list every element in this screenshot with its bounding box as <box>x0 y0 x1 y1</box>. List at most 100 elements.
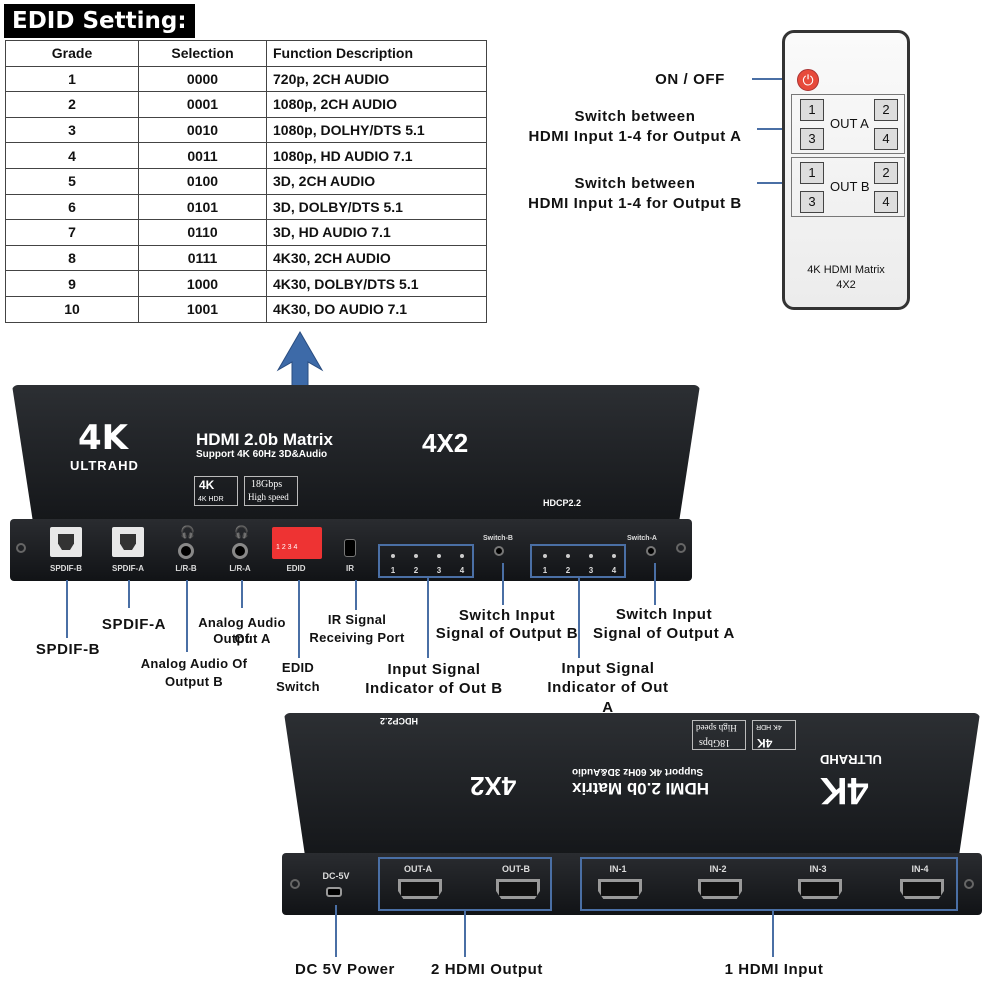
callout-analog-b-2: Output B <box>165 674 223 689</box>
callout-line <box>241 580 243 608</box>
led-out-b-4-label: 4 <box>459 566 465 575</box>
callout-line <box>335 905 337 957</box>
rear-brand-4k: 4K <box>820 769 869 811</box>
header-grade: Grade <box>5 40 139 67</box>
callout-line <box>186 580 188 652</box>
callout-ir-1: IR Signal <box>327 612 387 627</box>
dc-port[interactable] <box>326 887 342 897</box>
led-out-b-2-label: 2 <box>413 566 419 575</box>
rear-badge-speed: 18Gbps High speed <box>692 720 746 750</box>
dip-numbers: 1 2 3 4 <box>276 544 298 551</box>
dc-port-label: DC-5V <box>322 871 350 881</box>
badge-4k: 4K <box>199 478 215 492</box>
power-pointer <box>752 78 794 80</box>
callout-edid-2: Switch <box>276 679 320 694</box>
lr-a-jack[interactable] <box>232 543 248 559</box>
callout-edid-1: EDID <box>281 660 315 675</box>
in-4-port-label: IN-4 <box>911 864 929 874</box>
led-group-out-b <box>378 544 474 578</box>
spdif-a-port[interactable] <box>112 527 144 557</box>
out-a-key-1[interactable]: 1 <box>800 99 824 121</box>
callout-indicator-a-1: Input Signal <box>561 660 655 677</box>
switch-b-port-label: Switch-B <box>483 535 513 542</box>
badge-4k-hdr: 4K 4K HDR <box>194 476 238 506</box>
callout-indicator-b-2: Indicator of Out B <box>365 680 503 697</box>
out-b-group: 1 2 3 4 OUT B <box>791 157 905 217</box>
device-top-face <box>12 385 700 520</box>
out-a-port-label: OUT-A <box>404 864 432 874</box>
header-function: Function Description <box>266 40 487 67</box>
cell-function: 720p, 2CH AUDIO <box>266 65 487 93</box>
cell-selection: 0110 <box>138 219 267 246</box>
led-out-b-2 <box>414 554 418 558</box>
lr-b-jack[interactable] <box>178 543 194 559</box>
rear-device-model: 4X2 <box>470 771 517 801</box>
out-b-label: OUT B <box>830 179 870 194</box>
spdif-a-port-label: SPDIF-A <box>112 564 144 573</box>
out-a-key-3[interactable]: 3 <box>800 128 824 150</box>
hdmi-output-group <box>378 857 552 911</box>
out-b-key-2[interactable]: 2 <box>874 162 898 184</box>
hdmi-in-1-port[interactable] <box>598 879 642 899</box>
hdmi-out-a-port[interactable] <box>398 879 442 899</box>
out-b-key-3[interactable]: 3 <box>800 191 824 213</box>
lr-b-port-label: L/R-B <box>175 564 197 573</box>
cell-function: 1080p, 2CH AUDIO <box>266 91 487 118</box>
spdif-b-port[interactable] <box>50 527 82 557</box>
callout-switch-a-1: Switch Input <box>615 606 713 623</box>
badge-speed: 18Gbps High speed <box>244 476 298 506</box>
device-rear-panel: DC-5V OUT-A OUT-B IN-1 IN-2 IN-3 IN-4 <box>282 853 982 915</box>
hdmi-in-4-port[interactable] <box>900 879 944 899</box>
ir-port-label: IR <box>346 564 354 573</box>
callout-line <box>654 563 656 605</box>
hdmi-in-3-port[interactable] <box>798 879 842 899</box>
cell-grade: 5 <box>5 167 139 195</box>
hdmi-in-2-port[interactable] <box>698 879 742 899</box>
callout-switch-b-1: Switch Input <box>458 607 556 624</box>
rear-badge-4k-hdr: 4K 4K HDR <box>752 720 796 750</box>
device-front-panel: SPDIF-B SPDIF-A 🎧 L/R-B 🎧 L/R-A 1 2 3 4 … <box>10 519 692 581</box>
led-out-b-1 <box>391 554 395 558</box>
power-icon: ⏻ <box>802 72 814 88</box>
hdmi-out-b-port[interactable] <box>496 879 540 899</box>
out-a-key-4[interactable]: 4 <box>874 128 898 150</box>
screw-icon <box>290 879 300 889</box>
cell-selection: 0001 <box>138 91 267 118</box>
callout-line <box>502 563 504 605</box>
cell-selection: 0010 <box>138 116 267 144</box>
cell-grade: 4 <box>5 142 139 169</box>
led-group-out-a <box>530 544 626 578</box>
callout-line <box>427 578 429 658</box>
remote-model-1: 4K HDMI Matrix <box>807 264 885 276</box>
headphone-icon: 🎧 <box>234 525 249 539</box>
led-out-b-3 <box>437 554 441 558</box>
led-out-a-1-label: 1 <box>542 566 548 575</box>
edid-dip-switch[interactable]: 1 2 3 4 <box>272 527 322 559</box>
power-button[interactable]: ⏻ <box>797 69 819 91</box>
screw-icon <box>676 543 686 553</box>
cell-function: 4K30, 2CH AUDIO <box>266 244 487 272</box>
rear-badge-gbps: 18Gbps <box>699 737 731 748</box>
cell-selection: 0000 <box>138 65 267 93</box>
callout-ir-2: Receiving Port <box>309 630 405 645</box>
out-b-key-1[interactable]: 1 <box>800 162 824 184</box>
switch-a-button[interactable] <box>646 546 656 556</box>
out-a-key-2[interactable]: 2 <box>874 99 898 121</box>
cell-selection: 1001 <box>138 295 267 323</box>
callout-analog-b-1: Analog Audio Of <box>140 656 248 671</box>
device-title: HDMI 2.0b Matrix <box>196 430 333 449</box>
switch-a-pointer <box>757 128 789 130</box>
out-b-key-4[interactable]: 4 <box>874 191 898 213</box>
out-a-label: OUT A <box>830 116 869 131</box>
led-out-a-3 <box>589 554 593 558</box>
switch-b-button[interactable] <box>494 546 504 556</box>
callout-hdmi-input: 1 HDMI Input <box>724 961 824 978</box>
